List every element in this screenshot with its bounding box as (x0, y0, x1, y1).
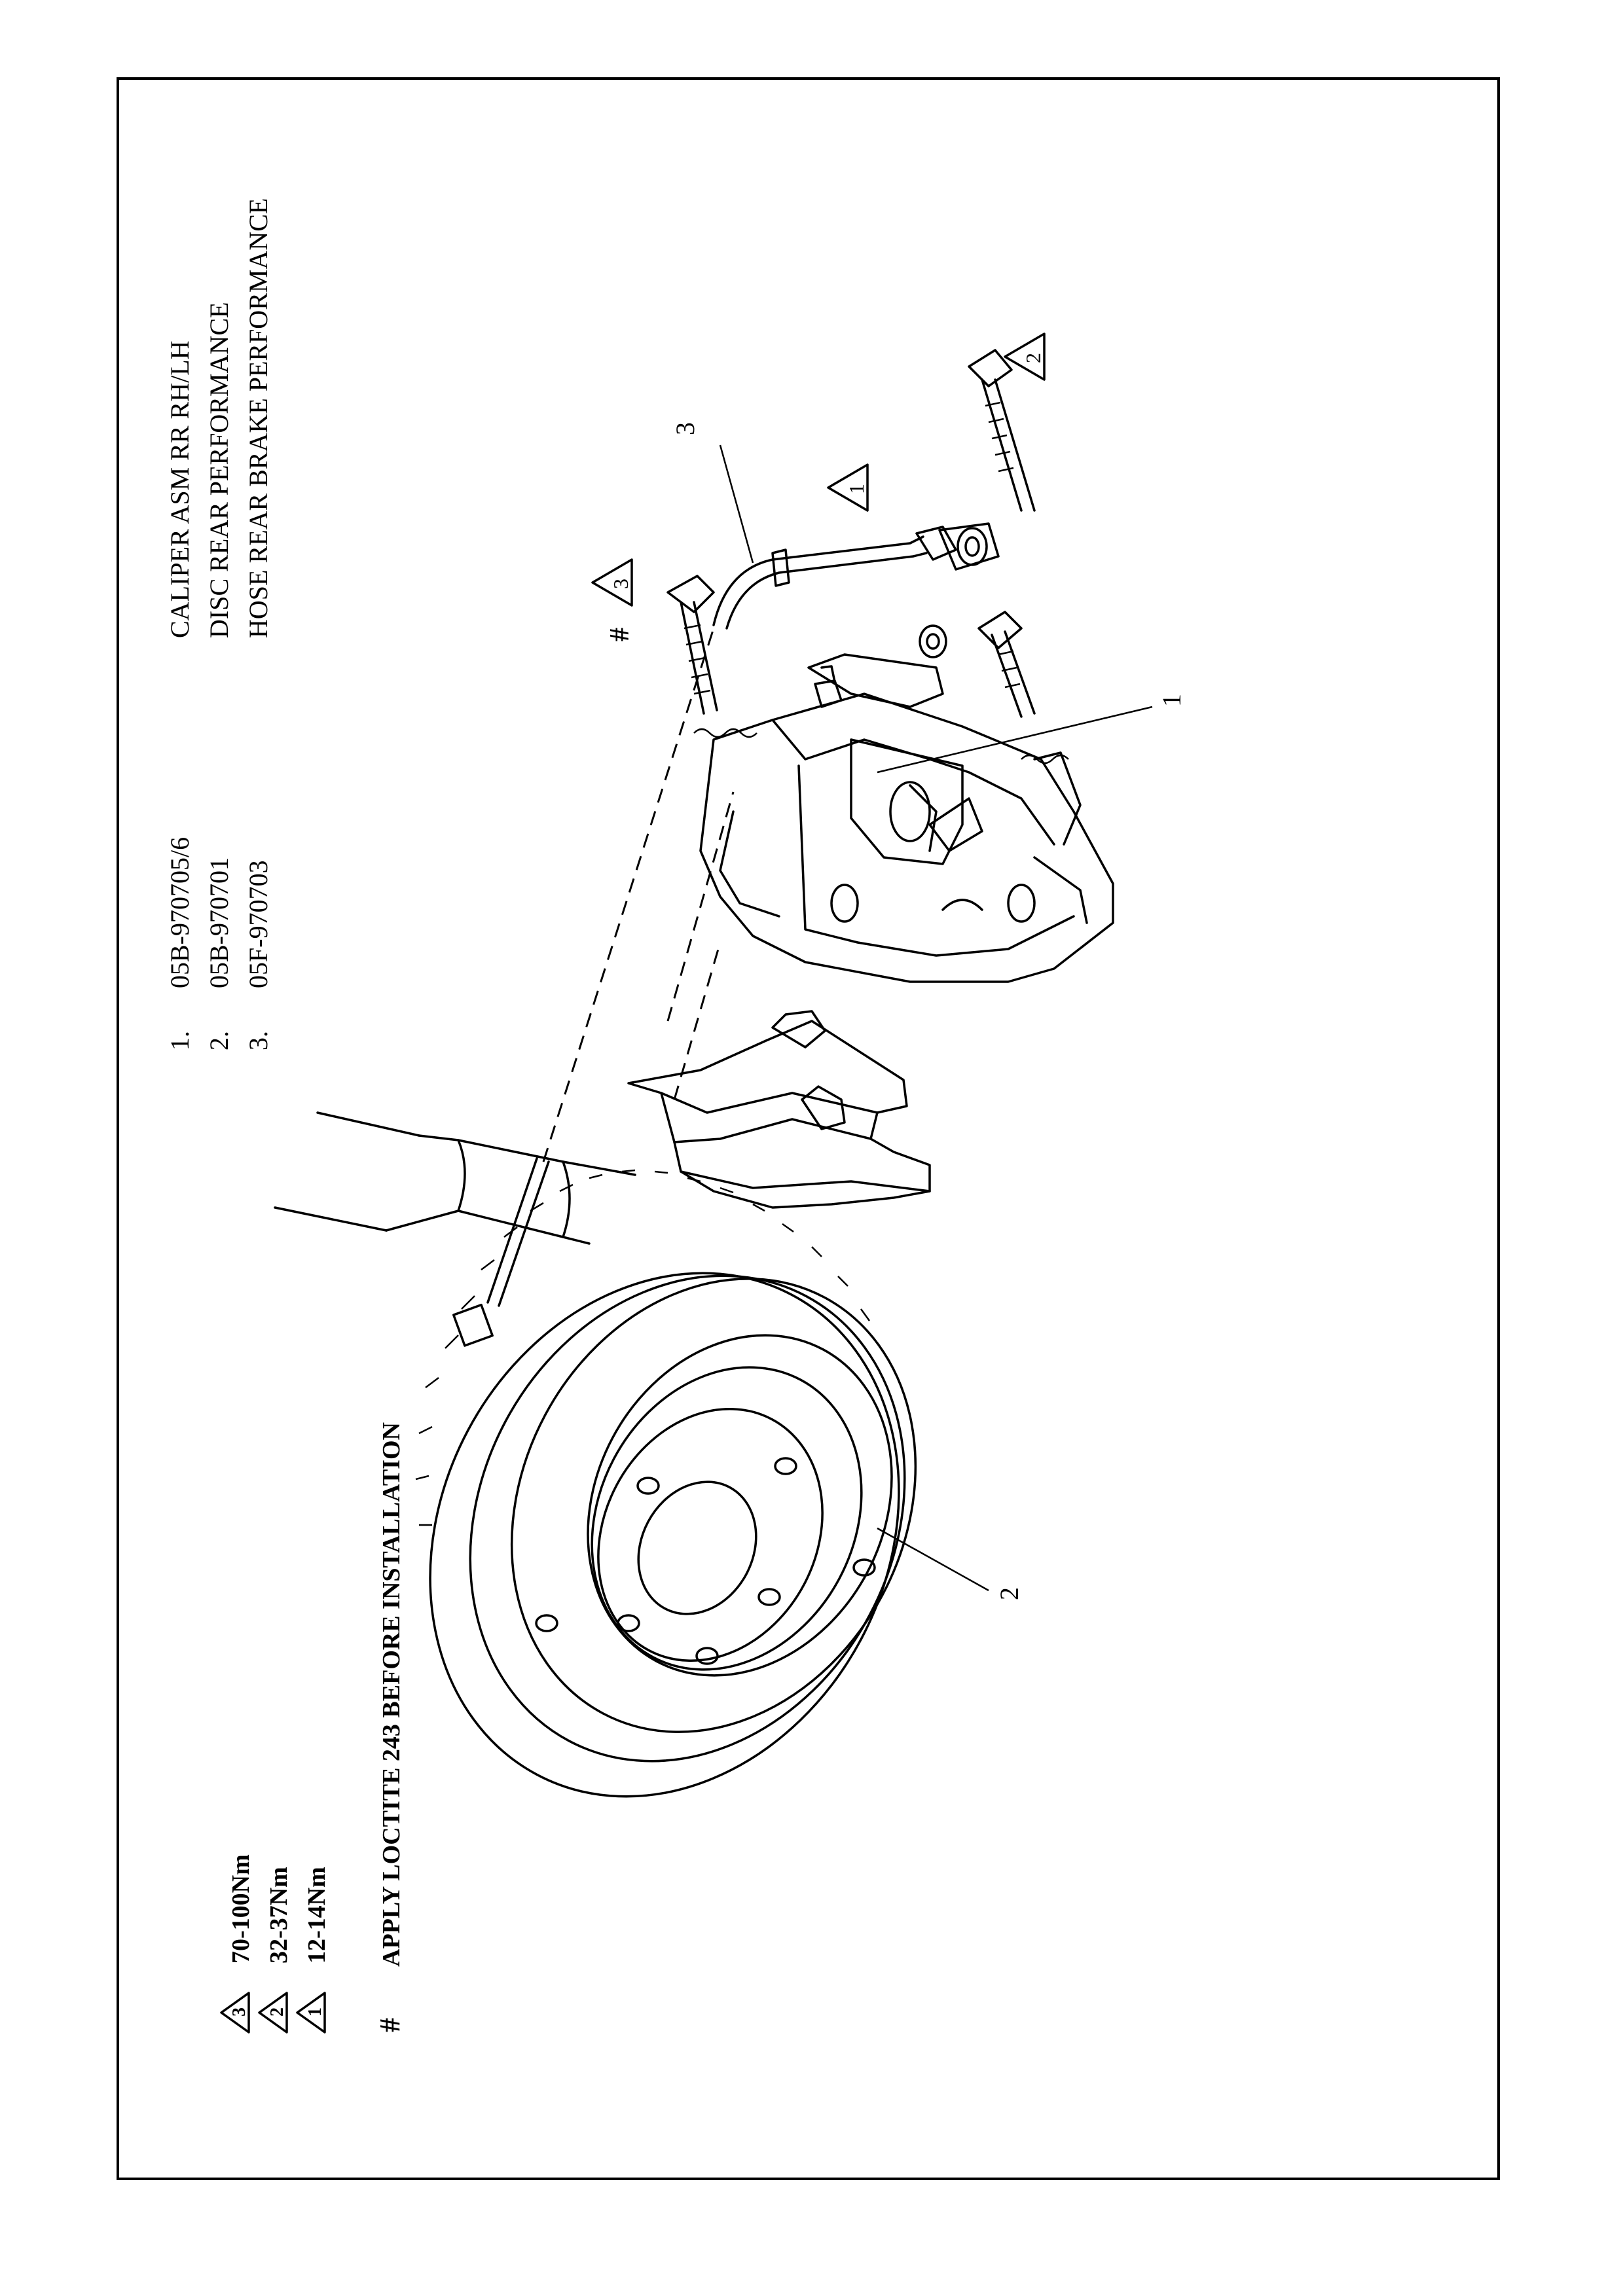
brake-hose (714, 524, 998, 628)
parts-row-1-partno: 05B-970705/6 (165, 837, 194, 988)
parts-row-2-partno: 05B-970701 (204, 857, 234, 988)
svg-text:3: 3 (609, 579, 632, 589)
parts-list: 1. 05B-970705/6 CALIPER ASM RR RH/LH 2. … (165, 198, 273, 1050)
parts-row-3-num: 3. (244, 1031, 273, 1050)
parts-row-2-num: 2. (204, 1031, 234, 1050)
legend-row-3: 3 70-100Nm (221, 1854, 255, 2032)
brake-disc (340, 1170, 993, 1879)
callout-2-disc: 2 (994, 1587, 1024, 1600)
legend-text-12-14: 12-14Nm (303, 1867, 331, 1964)
torque-legend: 3 70-100Nm 2 32-37Nm 1 12-14Nm # APPLY L… (221, 1422, 406, 2032)
parts-row-1-desc: CALIPER ASM RR RH/LH (165, 340, 194, 638)
callout-3-hose: 3 (670, 422, 700, 435)
legend-mark-1: 1 (305, 2007, 325, 2017)
brake-pads (629, 1011, 930, 1208)
legend-row-2: 2 32-37Nm (259, 1867, 293, 2032)
legend-mark-3: 3 (229, 2007, 249, 2017)
torque-marker-3: 3 (593, 560, 632, 605)
parts-row-2-desc: DISC REAR PERFORMANCE (204, 302, 234, 638)
axle-shaft (275, 1113, 635, 1346)
legend-mark-2: 2 (267, 2007, 287, 2017)
loctite-note: # APPLY LOCTITE 243 BEFORE INSTALLATION (374, 1422, 406, 2032)
caliper-bolts (668, 350, 1034, 717)
note-hash: # (374, 2018, 406, 2032)
legend-text-32-37: 32-37Nm (265, 1867, 293, 1964)
parts-row-3-partno: 05F-970703 (244, 860, 273, 988)
svg-text:1: 1 (845, 484, 868, 494)
svg-text:2: 2 (1021, 353, 1045, 363)
parts-row-1-num: 1. (165, 1031, 194, 1050)
legend-row-1: 1 12-14Nm (297, 1867, 331, 2032)
torque-marker-2: 2 (1005, 334, 1045, 380)
torque-marker-1: 1 (828, 465, 868, 511)
caliper-assembly (694, 655, 1113, 982)
callout-1-caliper: 1 (1157, 694, 1186, 707)
note-text: APPLY LOCTITE 243 BEFORE INSTALLATION (378, 1422, 405, 1967)
parts-row-3-desc: HOSE REAR BRAKE PERFORMANCE (244, 198, 273, 638)
callout-leaders (720, 445, 1152, 1590)
legend-text-70-100: 70-100Nm (227, 1854, 255, 1964)
loctite-hash-marker: # (605, 628, 635, 641)
